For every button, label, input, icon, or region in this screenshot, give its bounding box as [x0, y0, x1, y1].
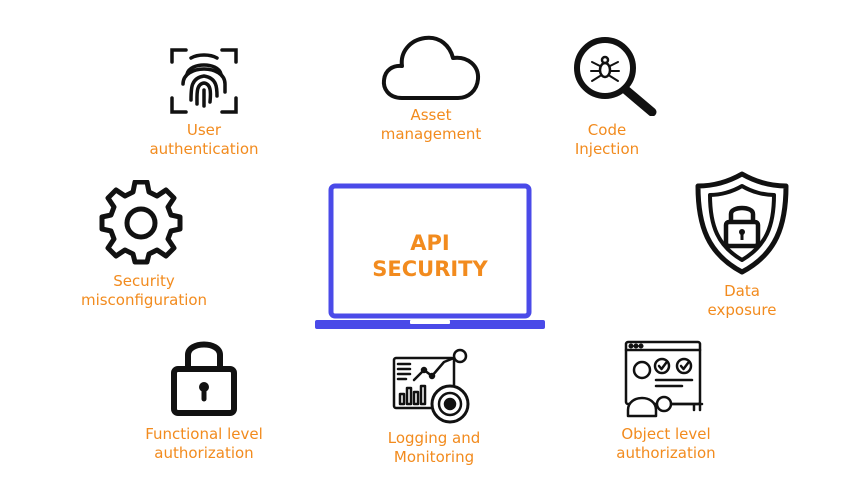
asset-management-label: Asset management [380, 106, 482, 143]
data-exposure-label: Data exposure [707, 282, 777, 319]
gear-icon [98, 180, 184, 266]
user-authentication-label: User authentication [149, 121, 259, 158]
center-title-line1: API [410, 231, 450, 255]
cloud-icon [380, 30, 482, 102]
shield-lock-icon [694, 170, 790, 276]
bug-search-icon [572, 36, 660, 116]
logging-monitoring-label: Logging and Monitoring [387, 429, 481, 466]
fingerprint-icon [168, 44, 240, 116]
functional-level-authorization-label: Functional level authorization [145, 425, 263, 462]
object-level-authorization-label: Object level authorization [616, 425, 716, 462]
center-title: API SECURITY [350, 230, 510, 282]
user-key-document-icon [622, 338, 710, 422]
padlock-icon [168, 333, 240, 417]
monitoring-dashboard-icon [392, 348, 476, 428]
laptop-icon [312, 182, 548, 334]
center-title-line2: SECURITY [372, 257, 488, 281]
code-injection-label: Code Injection [574, 121, 640, 158]
security-misconfiguration-label: Security misconfiguration [80, 272, 208, 309]
